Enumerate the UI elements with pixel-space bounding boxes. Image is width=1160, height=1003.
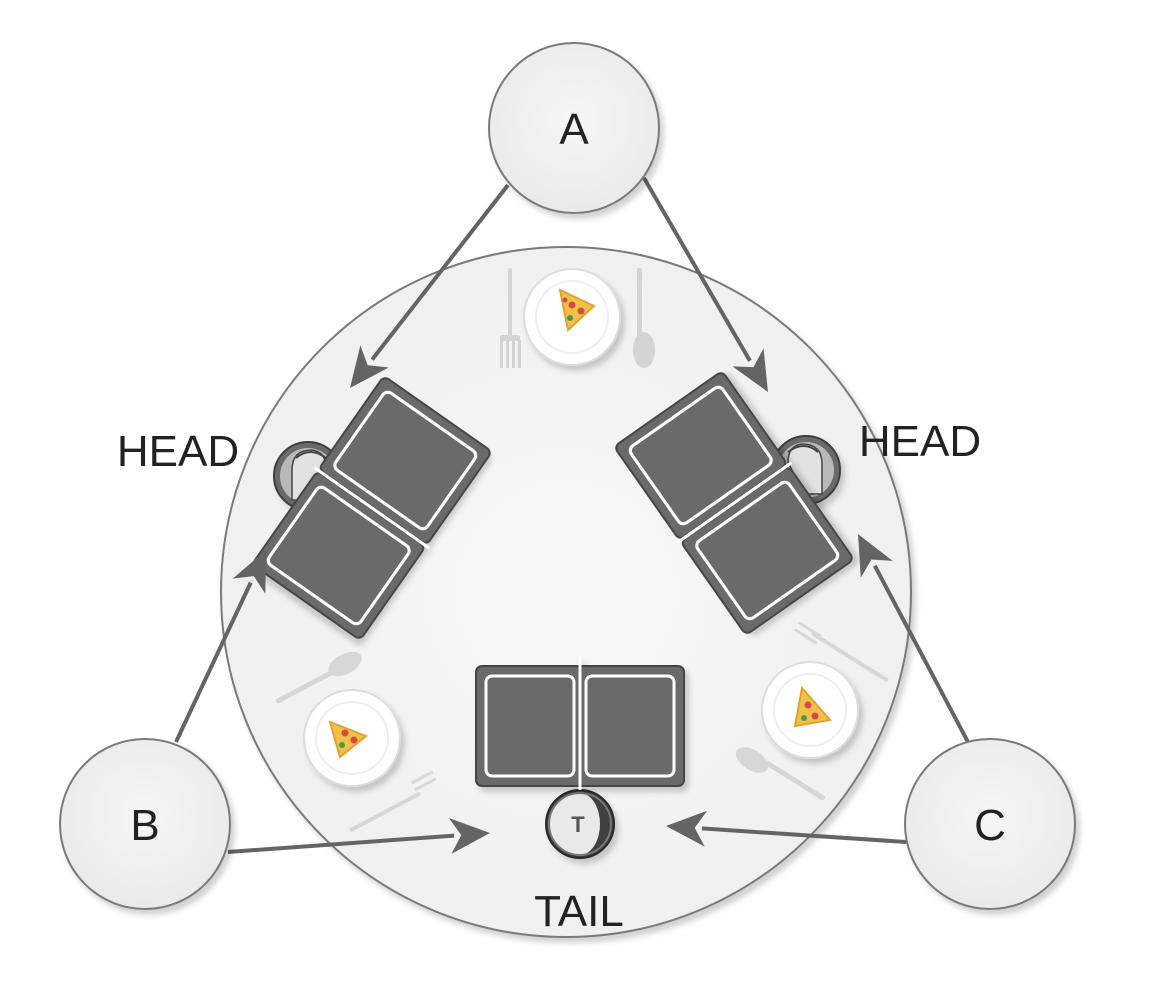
coin-left-label: HEAD [117,427,239,476]
arrow-a-to-coin-right-line [642,176,752,362]
plate-top [523,268,621,366]
node-b: B [59,738,231,910]
pizza-slice-icon [328,720,368,759]
coin-bottom-label: TAIL [534,887,624,936]
node-c-label: C [974,801,1006,850]
spoon-icon [633,268,655,368]
plate-right [761,661,859,759]
node-a-label: A [559,105,589,154]
place-setting-top [500,268,655,368]
arrow-c-to-coin-right-line [873,564,970,743]
menu-icon [615,372,853,634]
coin-bottom: T [545,789,615,859]
menu-left [253,377,491,639]
place-setting-right [735,621,889,801]
node-a: A [488,42,660,214]
arrow-b-to-coin-left-line [174,581,253,743]
arrow-a-to-coin-left-head [350,345,389,388]
arrow-a-to-coin-left-line [370,183,510,361]
plate-left [303,689,401,787]
coin-tail-icon: T [545,789,615,859]
place-setting-left [275,651,437,832]
node-b-label: B [130,801,159,850]
fork-icon [349,770,437,832]
arrow-b-to-coin-bottom-head [448,817,490,854]
menu-right [615,372,853,634]
arrow-c-to-coin-right-head [858,534,893,578]
menu-bottom [475,656,685,790]
fork-icon [793,621,889,682]
arrow-c-to-coin-bottom-head [666,810,708,847]
tail-mark: T [571,812,585,837]
spoon-icon [735,747,825,801]
coin-right-label: HEAD [859,417,981,466]
arrow-b-to-coin-bottom-line [227,833,455,854]
arrows [174,176,970,854]
spoon-icon [275,651,362,704]
arrow-c-to-coin-bottom-line [701,826,907,844]
menu-icon [475,656,685,790]
arrow-a-to-coin-right-head [732,348,768,392]
pizza-slice-icon [558,288,596,332]
arrow-b-to-coin-left-head [232,550,266,594]
node-c: C [904,738,1076,910]
menu-icon [253,377,491,639]
pizza-slice-icon [793,685,832,728]
fork-icon [500,268,521,368]
